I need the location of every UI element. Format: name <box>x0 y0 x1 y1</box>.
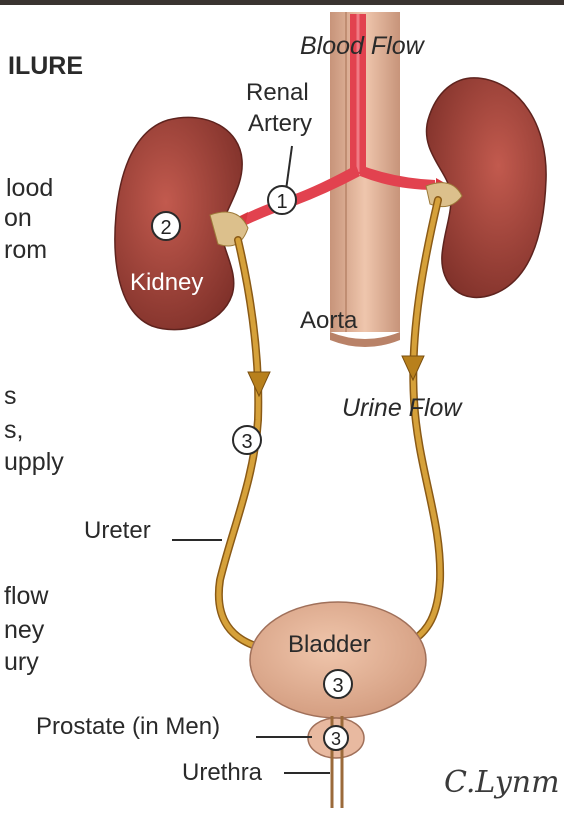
label-renal-artery-line1: Renal <box>246 79 309 106</box>
marker-3-ureter: 3 <box>233 426 261 454</box>
label-urine-flow: Urine Flow <box>342 394 463 422</box>
marker-2: 2 <box>152 212 180 240</box>
leader-renal-artery <box>286 146 292 190</box>
urine-arrow-left <box>248 372 270 396</box>
artist-signature: C.Lynm <box>444 765 560 800</box>
label-kidney: Kidney <box>130 269 203 296</box>
marker-3-bladder-text: 3 <box>332 675 343 697</box>
marker-1: 1 <box>268 186 296 214</box>
label-blood-flow: Blood Flow <box>300 32 426 60</box>
side-text-line: ury <box>4 648 39 676</box>
marker-2-text: 2 <box>160 217 171 239</box>
side-text-line: rom <box>4 236 47 264</box>
side-text-line: lood <box>6 174 53 202</box>
label-ureter: Ureter <box>84 517 151 544</box>
side-text-line: on <box>4 204 32 232</box>
side-text-line: upply <box>4 448 64 476</box>
side-text-line: ney <box>4 616 45 644</box>
label-urethra: Urethra <box>182 759 263 786</box>
marker-3-ureter-text: 3 <box>241 431 252 453</box>
side-text-line: flow <box>4 582 49 610</box>
marker-1-text: 1 <box>276 191 287 213</box>
label-renal-artery-line2: Artery <box>248 110 312 137</box>
ureters <box>219 200 440 648</box>
marker-3-prostate: 3 <box>324 726 348 750</box>
side-text-line: s <box>4 382 17 410</box>
label-aorta: Aorta <box>300 307 358 334</box>
side-text-line: s, <box>4 416 23 444</box>
marker-3-prostate-text: 3 <box>331 729 341 749</box>
label-bladder: Bladder <box>288 631 371 658</box>
side-heading: ILURE <box>8 52 83 80</box>
label-prostate: Prostate (in Men) <box>36 713 220 740</box>
top-border <box>0 0 564 5</box>
bladder <box>250 602 426 718</box>
urine-arrow-right <box>402 356 424 380</box>
marker-3-bladder: 3 <box>324 670 352 698</box>
